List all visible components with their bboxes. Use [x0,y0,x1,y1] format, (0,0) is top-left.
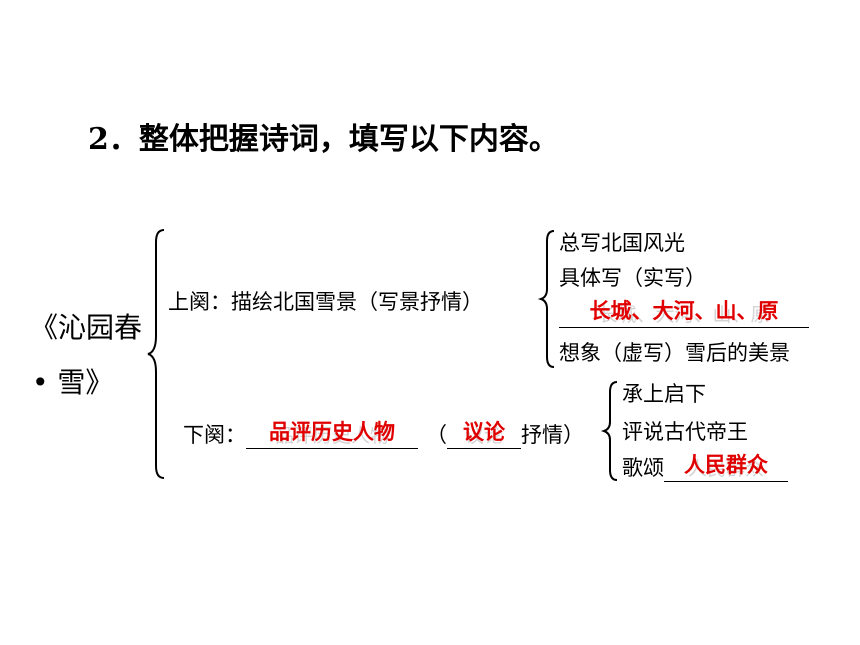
lower-item-praise-prefix: 歌颂 [622,456,664,480]
upper-item-imagined: 想象（虚写）雪后的美景 [559,341,790,365]
upper-label: 上阕：描绘北国雪景（写景抒情） [168,290,483,314]
upper-item-concrete: 具体写（实写） [559,266,706,290]
lower-blank-people-answer: 人民群众 [684,453,768,477]
lower-item-emperors: 评说古代帝王 [622,420,748,444]
lower-blank-method: 议论议论 [447,420,521,449]
poem-title-line1: 《沁园春 [30,311,143,344]
lower-blank-people: 人民群众人民群众 [664,453,788,482]
upper-answer-shadow-text: 长城、大河、山、原 [598,304,770,326]
main-brace [147,229,165,479]
lower-item-praise: 歌颂人民群众人民群众 [622,453,788,482]
question-heading: 2．整体把握诗词，填写以下内容。 [88,122,559,157]
lower-blank-theme: 品评历史人物品评历史人物 [246,420,418,449]
upper-answer-text: 长城、大河、山、原 [589,299,779,323]
lower-blank-theme-shadow-text: 品评历史人物 [274,425,389,447]
upper-item-overview: 总写北国风光 [559,231,685,255]
lower-blank-theme-answer: 品评历史人物 [269,420,395,444]
poem-title-line2: • 雪》 [32,366,114,399]
lower-paren-open: （ [426,423,447,447]
upper-answer-blank: 长城、大河、山、原 长城、大河、山、原 [559,299,809,329]
lower-blank-method-shadow-text: 议论 [464,425,503,447]
upper-brace [537,230,555,368]
lower-blank-method-answer: 议论 [463,420,505,444]
lower-label-suffix: 抒情） [521,423,584,447]
lower-label: 下阕：品评历史人物品评历史人物 （议论议论抒情） [183,420,584,449]
lower-brace [600,381,618,481]
lower-blank-people-shadow-text: 人民群众 [687,458,764,480]
lower-label-prefix: 下阕： [183,423,246,447]
lower-item-transition: 承上启下 [622,382,706,406]
